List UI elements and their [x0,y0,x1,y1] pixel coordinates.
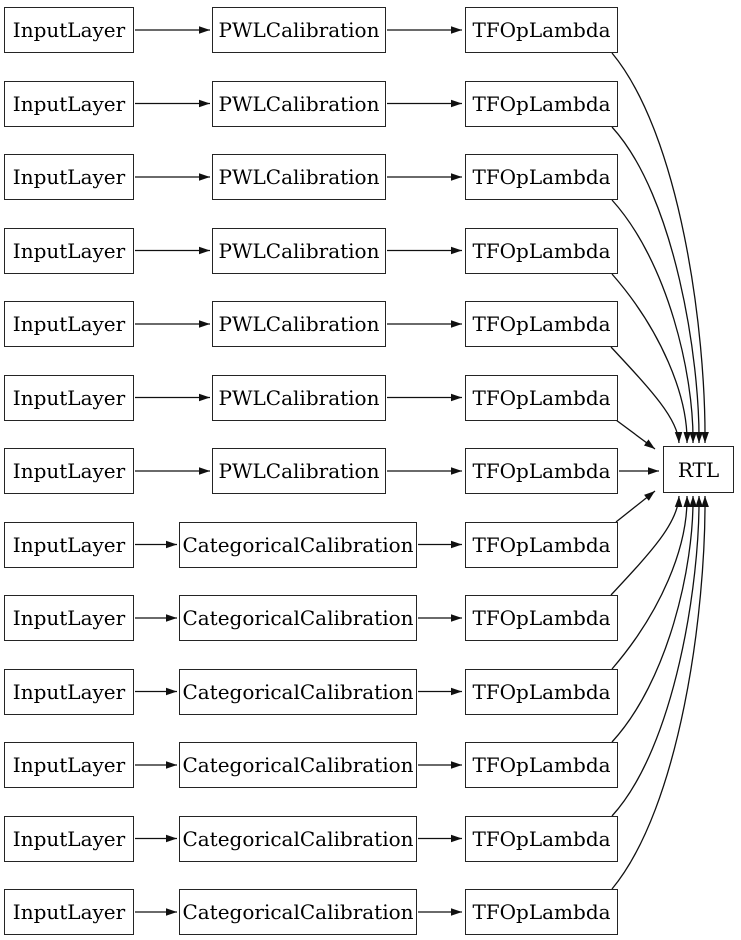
node-pwl-calibration: PWLCalibration [212,7,386,53]
node-input-layer: InputLayer [4,154,134,200]
node-input-layer: InputLayer [4,668,134,715]
node-input-layer: InputLayer [4,521,134,568]
node-tfop-lambda: TFOpLambda [465,889,618,935]
node-tfop-lambda: TFOpLambda [465,742,618,788]
node-rtl: RTL [663,446,734,493]
node-pwl-calibration: PWLCalibration [212,154,386,200]
node-tfop-lambda: TFOpLambda [465,374,618,421]
node-input-layer: InputLayer [4,595,134,641]
node-tfop-lambda: TFOpLambda [465,448,618,494]
node-tfop-lambda: TFOpLambda [465,595,618,641]
node-pwl-calibration: PWLCalibration [212,448,386,494]
edge-lambda-to-rtl [611,199,697,444]
node-tfop-lambda: TFOpLambda [465,154,618,200]
node-categorical-calibration: CategoricalCalibration [179,595,417,641]
edge-lambda-to-rtl [611,52,709,444]
edge-lambda-to-rtl [615,419,656,450]
node-input-layer: InputLayer [4,80,134,127]
node-tfop-lambda: TFOpLambda [465,301,618,347]
node-pwl-calibration: PWLCalibration [212,80,386,127]
node-tfop-lambda: TFOpLambda [465,815,618,862]
node-categorical-calibration: CategoricalCalibration [179,668,417,715]
node-categorical-calibration: CategoricalCalibration [179,742,417,788]
node-categorical-calibration: CategoricalCalibration [179,521,417,568]
node-pwl-calibration: PWLCalibration [212,227,386,274]
edge-lambda-to-rtl [611,126,703,444]
node-tfop-lambda: TFOpLambda [465,521,618,568]
node-tfop-lambda: TFOpLambda [465,668,618,715]
node-tfop-lambda: TFOpLambda [465,227,618,274]
node-input-layer: InputLayer [4,889,134,935]
node-pwl-calibration: PWLCalibration [212,374,386,421]
edge-lambda-to-rtl [611,495,692,670]
edge-lambda-to-rtl [611,495,703,817]
node-input-layer: InputLayer [4,742,134,788]
node-input-layer: InputLayer [4,815,134,862]
node-pwl-calibration: PWLCalibration [212,301,386,347]
edge-lambda-to-rtl [610,495,683,596]
node-input-layer: InputLayer [4,448,134,494]
node-categorical-calibration: CategoricalCalibration [179,889,417,935]
node-input-layer: InputLayer [4,227,134,274]
edge-lambda-to-rtl [611,495,697,743]
node-tfop-lambda: TFOpLambda [465,7,618,53]
edge-lambda-to-rtl [615,490,656,523]
node-input-layer: InputLayer [4,374,134,421]
edge-lambda-to-rtl [611,495,709,890]
node-categorical-calibration: CategoricalCalibration [179,815,417,862]
edge-lambda-to-rtl [611,273,692,444]
edge-lambda-to-rtl [610,346,683,444]
node-tfop-lambda: TFOpLambda [465,80,618,127]
node-input-layer: InputLayer [4,301,134,347]
node-input-layer: InputLayer [4,7,134,53]
